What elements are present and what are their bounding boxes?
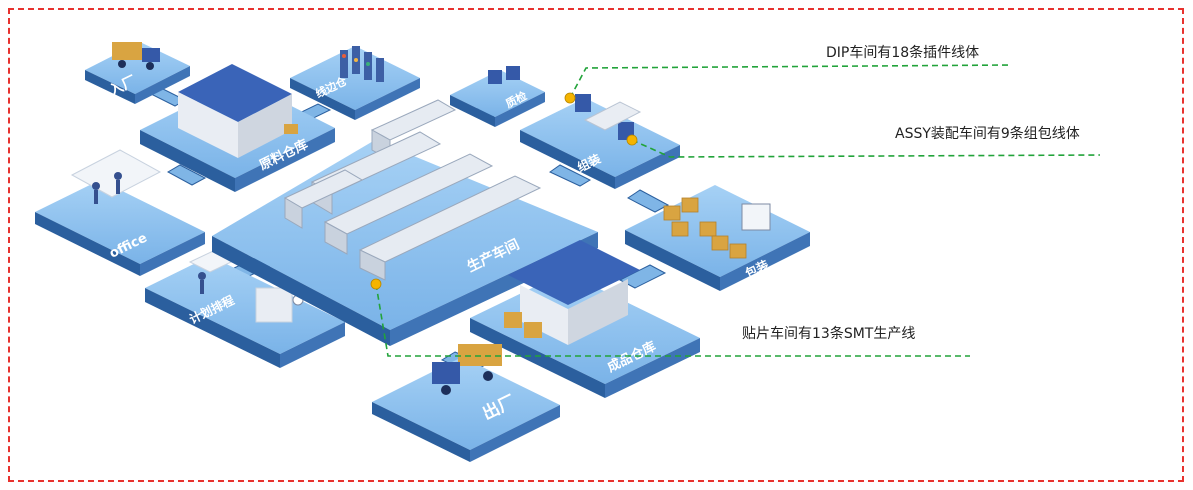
marker-assy: [626, 134, 638, 146]
monitor-icon: [741, 203, 771, 231]
truck-cab-icon: [432, 362, 460, 384]
leader-line-assy: [631, 139, 1101, 158]
warehouse-roof-icon: [178, 64, 292, 122]
zone-entrance: 入厂: [85, 42, 190, 104]
zone-assembly: 组装: [520, 94, 680, 189]
leader-lines: [375, 64, 1101, 357]
annotation-dip-lines: DIP车间有18条插件线体: [826, 45, 980, 61]
zone-line-side: 线边仓: [290, 46, 420, 120]
zone-finished-warehouse: 成品仓库: [470, 240, 700, 398]
truck-cargo-icon: [458, 344, 502, 366]
marker-smt: [370, 278, 382, 290]
annotation-assy-lines: ASSY装配车间有9条组包线体: [895, 126, 1080, 142]
zone-exit: 出厂: [372, 344, 560, 462]
cartons-icon: [663, 197, 747, 259]
annotation-smt-lines: 贴片车间有13条SMT生产线: [742, 326, 916, 342]
zone-office: office: [35, 149, 205, 276]
leader-line-dip: [569, 64, 1011, 99]
zone-planning: 计划排程: [145, 243, 345, 368]
truck-cab-icon: [142, 48, 160, 62]
marker-dip: [564, 92, 576, 104]
truck-cargo-icon: [112, 42, 142, 60]
zone-qc: 质检: [450, 66, 545, 127]
zone-packing: 包装: [625, 185, 810, 291]
zone-raw-warehouse: 原料仓库: [140, 64, 335, 192]
markers: [370, 92, 638, 290]
smt-line-machines: [283, 99, 542, 281]
dashed-frame: [8, 8, 1184, 482]
warehouse-roof-icon: [508, 240, 640, 305]
leader-line-smt: [375, 283, 970, 357]
